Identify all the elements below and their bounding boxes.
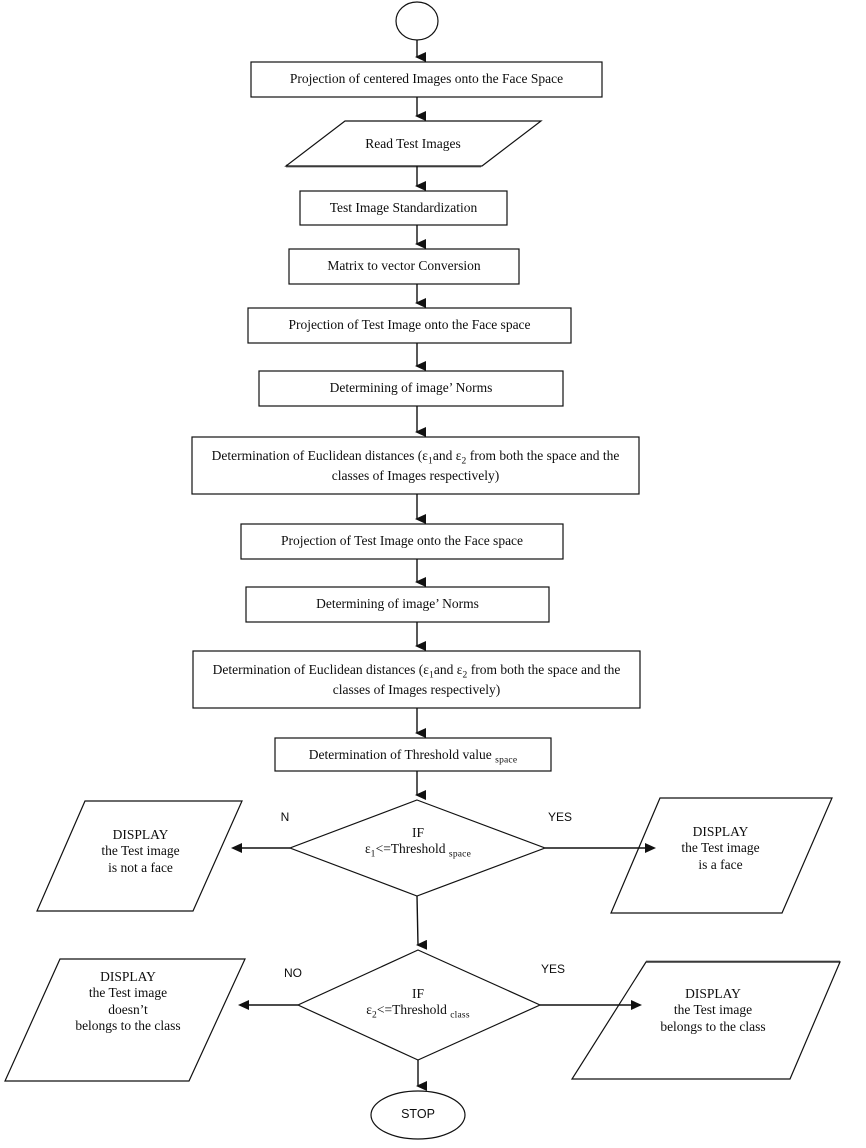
matrix-to-vector-node[interactable] [289, 249, 519, 284]
projection-test-1-node[interactable] [248, 308, 571, 343]
display-not-class-node[interactable] [5, 959, 245, 1081]
read-test-images-shape [284, 120, 543, 167]
norms-2-box [245, 586, 550, 623]
start-node[interactable] [396, 2, 438, 40]
euclidean-1-box [191, 436, 640, 495]
edge-label-space-no: N [280, 810, 290, 824]
projection-test-2-box [240, 523, 564, 560]
standardization-box [299, 190, 508, 226]
edge-decision-space-to-decision-class [416, 895, 428, 950]
euclidean-1-node[interactable] [192, 437, 639, 494]
projection-centered-box [250, 61, 603, 98]
edge-label-class-no: NO [284, 966, 302, 980]
edge-label-space-yes: YES [547, 810, 572, 824]
display-not-face-shape [36, 800, 243, 912]
read-test-images-node[interactable] [286, 121, 541, 167]
threshold-value-node[interactable] [275, 738, 551, 771]
display-is-face-shape [610, 797, 833, 914]
stop-node[interactable] [371, 1091, 465, 1139]
display-is-face-node[interactable] [611, 798, 832, 913]
decision-space-node[interactable] [290, 800, 545, 896]
stop-node-shape [370, 1090, 466, 1140]
euclidean-2-node[interactable] [193, 651, 640, 708]
norms-1-box [258, 370, 564, 407]
display-is-class-shape [570, 961, 841, 1080]
threshold-value-box [274, 737, 552, 772]
decision-class-node[interactable] [298, 950, 540, 1060]
norms-2-node[interactable] [246, 587, 549, 622]
display-not-class-shape [4, 958, 246, 1082]
edge-label-class-yes: YES [540, 962, 565, 976]
projection-centered-node[interactable] [251, 62, 602, 97]
projection-test-1-box [247, 307, 572, 344]
standardization-node[interactable] [300, 191, 507, 225]
euclidean-2-box [192, 650, 641, 709]
norms-1-node[interactable] [259, 371, 563, 406]
matrix-to-vector-box [288, 248, 520, 285]
display-not-face-node[interactable] [37, 801, 242, 911]
projection-test-2-node[interactable] [241, 524, 563, 559]
display-is-class-node[interactable] [572, 962, 840, 1079]
